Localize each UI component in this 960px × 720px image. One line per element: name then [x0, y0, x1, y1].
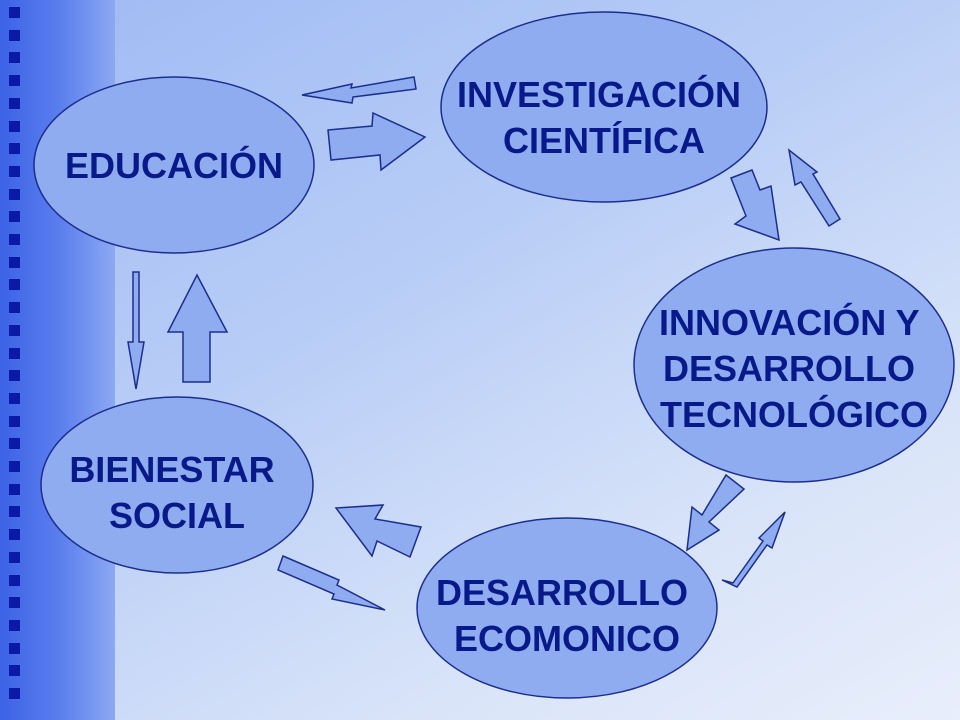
- bullet-square: [9, 52, 20, 63]
- node-desarrollo-label: DESARROLLO ECOMONICO: [436, 572, 698, 659]
- bullet-square: [9, 211, 20, 222]
- arrow-educacion-to-bienestar: [127, 271, 145, 390]
- bullet-square: [9, 461, 20, 472]
- node-educacion[interactable]: EDUCACIÓN: [33, 76, 315, 254]
- bullet-square: [9, 325, 20, 336]
- node-educacion-line-1: EDUCACIÓN: [65, 144, 283, 186]
- node-bienestar-label: BIENESTAR SOCIAL: [69, 449, 284, 536]
- bullet-square: [9, 348, 20, 359]
- arrow-innovacion-to-investigacion: [787, 148, 842, 228]
- node-desarrollo-line-2: ECOMONICO: [454, 618, 680, 659]
- bullet-square-column: [0, 0, 40, 720]
- bullet-square: [9, 620, 20, 631]
- bullet-square: [9, 484, 20, 495]
- node-investigacion-label: INVESTIGACIÓN CIENTÍFICA: [457, 73, 751, 161]
- bullet-square: [9, 257, 20, 268]
- arrow-desarrollo-to-bienestar: [334, 504, 423, 559]
- arrow-bienestar-to-educacion: [166, 273, 229, 383]
- bullet-square: [9, 438, 20, 449]
- bullet-square: [9, 166, 20, 177]
- node-educacion-label: EDUCACIÓN: [65, 144, 283, 186]
- arrow-bienestar-to-desarrollo: [277, 554, 386, 611]
- node-investigacion[interactable]: INVESTIGACIÓN CIENTÍFICA: [440, 11, 768, 203]
- node-investigacion-ellipse: [440, 11, 768, 203]
- node-investigacion-line-1: INVESTIGACIÓN: [457, 73, 741, 115]
- node-innovacion-line-2: DESARROLLO: [663, 348, 915, 389]
- bullet-square: [9, 98, 20, 109]
- bullet-square: [9, 575, 20, 586]
- bullet-square: [9, 552, 20, 563]
- node-desarrollo[interactable]: DESARROLLO ECOMONICO: [416, 517, 718, 699]
- node-bienestar-ellipse: [40, 396, 314, 574]
- node-innovacion-line-3: TECNOLÓGICO: [660, 393, 928, 435]
- arrow-innovacion-to-desarrollo: [686, 473, 746, 552]
- bullet-square: [9, 30, 20, 41]
- node-bienestar[interactable]: BIENESTAR SOCIAL: [40, 396, 314, 574]
- node-bienestar-line-2: SOCIAL: [109, 495, 245, 536]
- bullet-square: [9, 234, 20, 245]
- bullet-square: [9, 416, 20, 427]
- arrow-educacion-to-investigacion: [327, 111, 427, 172]
- node-educacion-ellipse: [33, 76, 315, 254]
- bullet-square: [9, 597, 20, 608]
- node-innovacion-label: INNOVACIÓN Y DESARROLLO TECNOLÓGICO: [659, 301, 929, 435]
- bullet-square: [9, 143, 20, 154]
- bullet-square: [9, 189, 20, 200]
- bullet-square: [9, 643, 20, 654]
- bullet-square: [9, 75, 20, 86]
- arrow-desarrollo-to-innovacion: [721, 511, 786, 588]
- node-innovacion[interactable]: INNOVACIÓN Y DESARROLLO TECNOLÓGICO: [633, 247, 955, 483]
- node-investigacion-line-2: CIENTÍFICA: [503, 120, 705, 161]
- bullet-square: [9, 506, 20, 517]
- bullet-square: [9, 665, 20, 676]
- bullet-square: [9, 7, 20, 18]
- arrow-investigacion-to-educacion: [301, 76, 417, 104]
- bullet-square: [9, 279, 20, 290]
- node-innovacion-line-1: INNOVACIÓN Y: [659, 301, 920, 343]
- node-innovacion-ellipse: [633, 247, 955, 483]
- bullet-square: [9, 393, 20, 404]
- node-desarrollo-ellipse: [416, 517, 718, 699]
- arrow-investigacion-to-innovacion: [730, 169, 780, 242]
- bullet-square: [9, 370, 20, 381]
- node-bienestar-line-1: BIENESTAR: [69, 449, 274, 490]
- bullet-square: [9, 121, 20, 132]
- node-desarrollo-line-1: DESARROLLO: [436, 572, 688, 613]
- bullet-square: [9, 302, 20, 313]
- bullet-square: [9, 688, 20, 699]
- bullet-square: [9, 529, 20, 540]
